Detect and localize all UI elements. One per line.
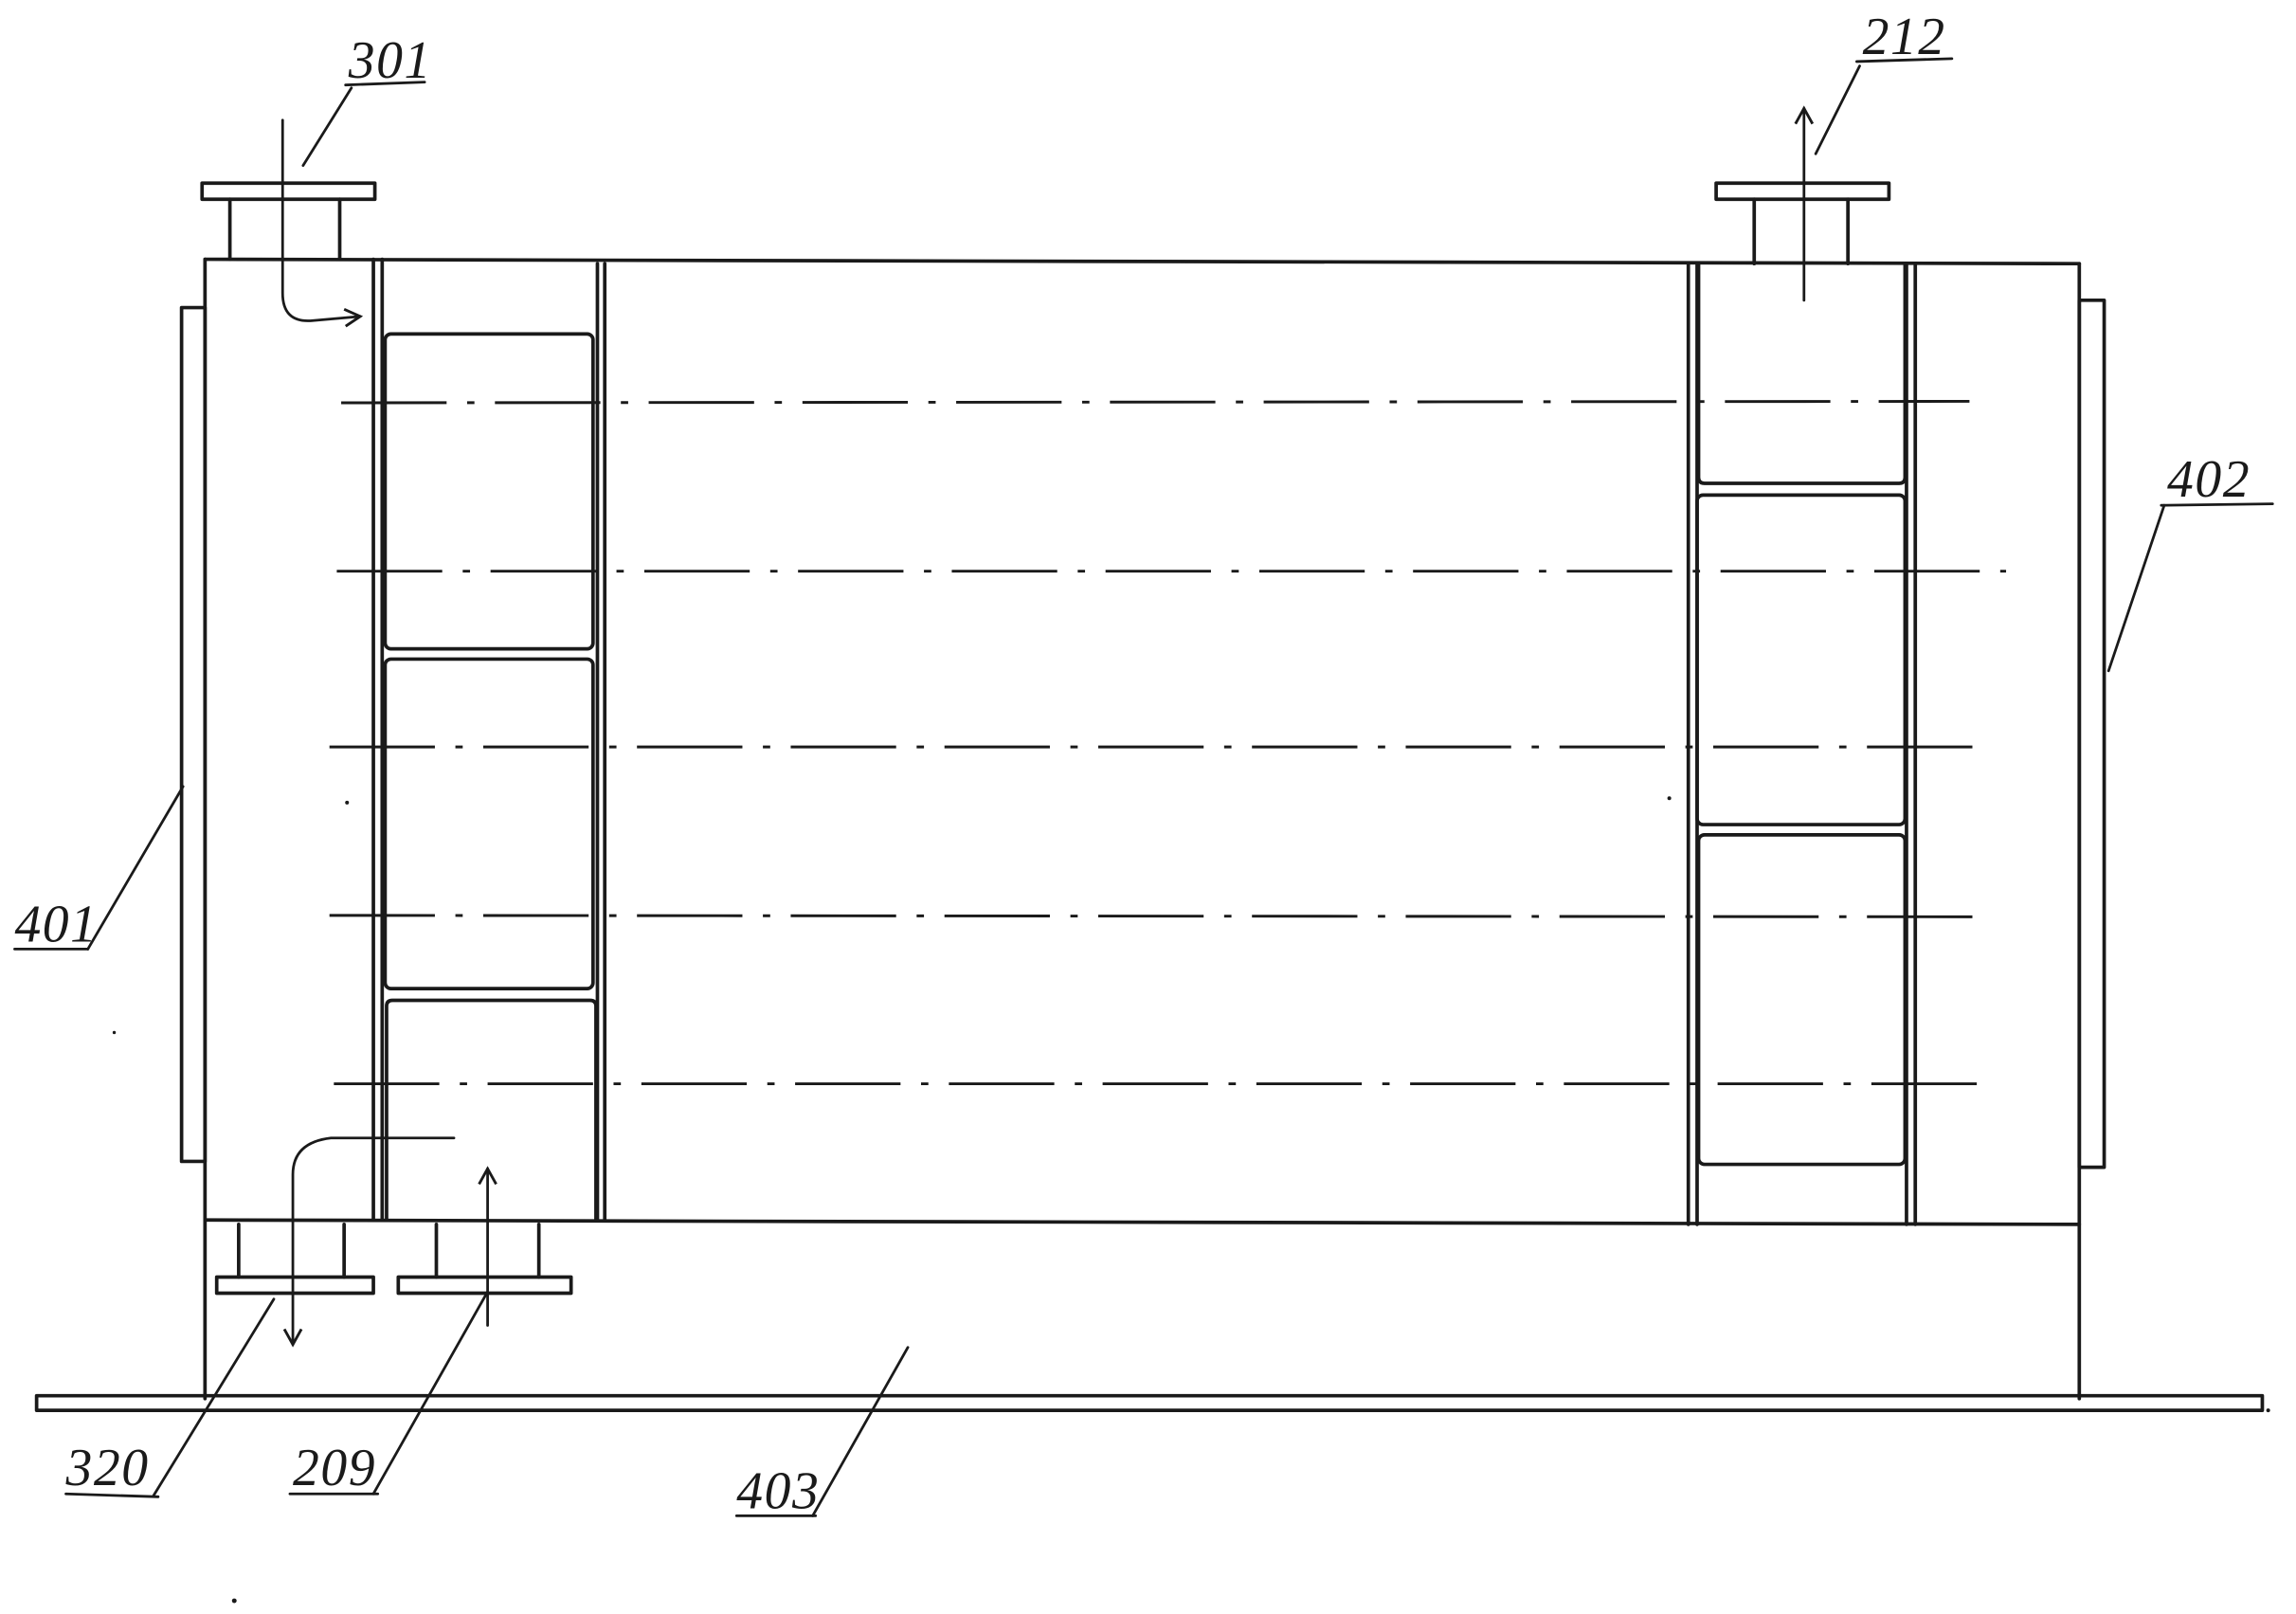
- callout-212: 212: [1814, 8, 1954, 155]
- callout-label: 212: [1863, 8, 1946, 66]
- callout-301: 301: [301, 31, 432, 168]
- callout-label: 209: [293, 1439, 376, 1497]
- tube-centerlines: [329, 399, 2007, 1086]
- left-end-cover: [179, 305, 208, 1164]
- flow-arrow-in: [280, 118, 364, 328]
- callout-209: 209: [288, 1290, 489, 1497]
- nozzle-flange: [396, 1275, 573, 1296]
- callout-label: 320: [65, 1439, 150, 1497]
- left-chamber-1: [383, 332, 595, 651]
- callout-underline: [2160, 502, 2274, 507]
- left-header-section: [371, 257, 607, 1223]
- tube-centerline: [329, 914, 1992, 918]
- callout-leader: [1814, 64, 1861, 155]
- speck: [2266, 1408, 2270, 1413]
- base-plate: [34, 1393, 2265, 1413]
- callout-underline: [1855, 57, 1954, 63]
- callout-underline: [344, 81, 426, 87]
- inlet-nozzle-top-left: [200, 118, 377, 328]
- callout-leader: [811, 1346, 910, 1517]
- shell-top: [203, 257, 2082, 266]
- callout-leader: [86, 785, 185, 951]
- flow-arrow-out: [282, 1136, 456, 1348]
- callout-402: 402: [2106, 450, 2274, 673]
- outlet-nozzle-bottom-left: [214, 1136, 456, 1348]
- outlet-nozzle-top-right: [1714, 105, 1891, 302]
- callout-leader: [2106, 503, 2166, 673]
- callout-403: 403: [734, 1346, 910, 1521]
- right-chamber-1: [1696, 263, 1907, 485]
- speck: [1667, 796, 1672, 801]
- right-header-section: [1686, 262, 1918, 1226]
- nozzle-flange: [214, 1275, 375, 1296]
- inlet-nozzle-bottom: [396, 1166, 573, 1327]
- shell-bottom: [203, 1218, 2082, 1226]
- callout-label: 301: [348, 31, 432, 90]
- callout-leader: [301, 86, 353, 168]
- left-chamber-3: [385, 998, 598, 1221]
- right-end-cover: [2077, 298, 2106, 1170]
- callout-leader: [152, 1297, 276, 1497]
- speck: [231, 1598, 237, 1604]
- callout-401: 401: [13, 785, 185, 954]
- tube-centerline: [341, 399, 1970, 405]
- scan-specks: [112, 796, 2270, 1604]
- callout-320: 320: [64, 1297, 276, 1498]
- callout-label: 401: [14, 896, 98, 954]
- callout-label: 403: [736, 1462, 820, 1521]
- right-chamber-2: [1695, 493, 1907, 826]
- left-chamber-2: [383, 657, 595, 990]
- callout-underline: [64, 1492, 160, 1498]
- speck: [112, 1030, 117, 1035]
- callout-label: 402: [2167, 450, 2251, 509]
- nozzle-flange: [200, 181, 377, 202]
- speck: [345, 800, 350, 805]
- shell: [203, 257, 2082, 1401]
- right-chamber-3: [1696, 833, 1907, 1167]
- callout-leader: [371, 1290, 489, 1496]
- nozzle-flange: [1714, 181, 1891, 202]
